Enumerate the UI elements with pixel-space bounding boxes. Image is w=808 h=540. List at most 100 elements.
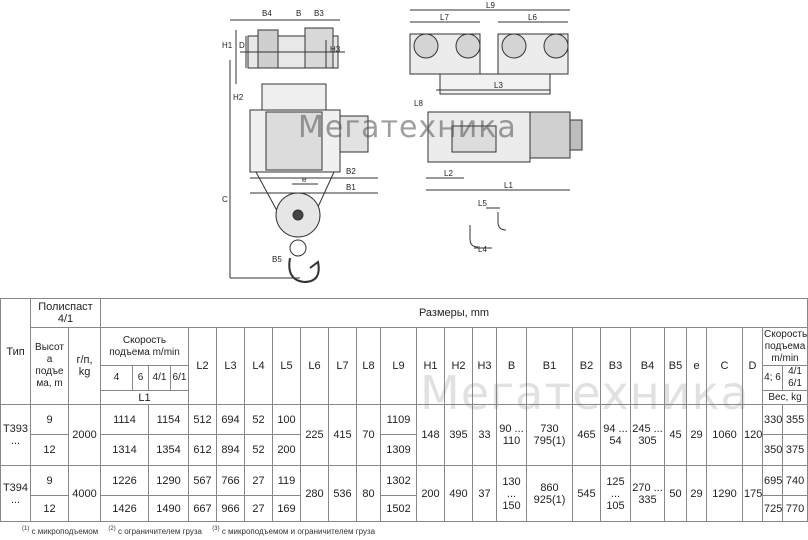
cell-b2: 465 (572, 404, 601, 466)
cell-l9: 1302 (380, 465, 417, 496)
spec-table: Тип Полиспаст 4/1 Размеры, mm Высот а по… (0, 298, 808, 522)
cell-height: 12 (30, 495, 69, 522)
cell-weight-4161: 770 (781, 495, 808, 522)
header-d: D (742, 327, 763, 405)
cell-l9: 1309 (380, 434, 417, 466)
row-type-t394: Т394 ... (0, 465, 31, 522)
footnote-mark-3: (3) (212, 526, 220, 532)
cell-c: 1290 (706, 465, 743, 522)
header-h3: H3 (472, 327, 497, 405)
dim-label-d: D (239, 41, 245, 50)
header-l2: L2 (188, 327, 217, 405)
cell-l4: 27 (244, 465, 273, 496)
header-b1: B1 (526, 327, 573, 405)
cell-l3: 694 (216, 404, 245, 435)
cell-l1-46: 1226 (100, 465, 149, 496)
header-speed: Скорость подъема m/min (100, 327, 189, 366)
dim-label-l8: L8 (414, 99, 423, 108)
header-speed-4: 4 (100, 365, 133, 391)
footnotes: (1) с микроподъемом (2) с ограничителем … (22, 526, 383, 536)
header-l4: L4 (244, 327, 273, 405)
cell-b2: 545 (572, 465, 601, 522)
header-h1: H1 (416, 327, 445, 405)
header-l8: L8 (356, 327, 381, 405)
cell-weight-4161: 375 (781, 434, 808, 466)
cell-l1-46: 1314 (100, 434, 149, 466)
dim-label-h3: H3 (330, 45, 341, 54)
cell-l1-41: 1490 (148, 495, 189, 522)
cell-b3: 125 ... 105 (600, 465, 631, 522)
cell-h3: 33 (472, 404, 497, 466)
footnote-3: с микроподъемом и ограничителем груза (221, 526, 376, 536)
header-speed-right: Скорость подъема m/min (761, 327, 808, 366)
dim-label-b3: B3 (314, 9, 324, 18)
dim-label-b1: B1 (346, 183, 356, 192)
cell-height: 12 (30, 434, 69, 466)
footnote-2: с ограничителем груза (117, 526, 202, 536)
header-b5: B5 (664, 327, 687, 405)
header-type: Тип (0, 298, 31, 405)
header-height: Высот а подъе ма, m (30, 327, 69, 405)
cell-l4: 52 (244, 434, 273, 466)
dim-label-b: B (296, 9, 301, 18)
dim-label-b4: B4 (262, 9, 272, 18)
cell-l1-46: 1426 (100, 495, 149, 522)
cell-e: 29 (686, 404, 707, 466)
dim-label-b5: B5 (272, 255, 282, 264)
dim-label-b2: B2 (346, 167, 356, 176)
cell-b: 90 ... 110 (496, 404, 527, 466)
dim-label-e: e (302, 175, 307, 184)
dim-label-l3: L3 (494, 81, 503, 90)
cell-l3: 894 (216, 434, 245, 466)
cell-height: 9 (30, 404, 69, 435)
header-speed-6-1: 6/1 (170, 365, 189, 391)
header-h2: H2 (444, 327, 473, 405)
header-e: e (686, 327, 707, 405)
cell-b4: 245 ... 305 (630, 404, 665, 466)
cell-l3: 766 (216, 465, 245, 496)
cell-capacity: 4000 (68, 465, 101, 522)
cell-h3: 37 (472, 465, 497, 522)
cell-weight-46: 350 (762, 434, 783, 466)
cell-l9: 1502 (380, 495, 417, 522)
cell-l2: 567 (188, 465, 217, 496)
cell-l7: 536 (328, 465, 357, 522)
footnote-1: с микроподъемом (31, 526, 99, 536)
cell-height: 9 (30, 465, 69, 496)
dim-label-c: C (222, 195, 228, 204)
dim-label-h1: H1 (222, 41, 233, 50)
header-l5: L5 (272, 327, 301, 405)
cell-l6: 280 (300, 465, 329, 522)
cell-l9: 1109 (380, 404, 417, 435)
cell-weight-46: 330 (762, 404, 783, 435)
dim-label-l5: L5 (478, 199, 487, 208)
cell-weight-46: 695 (762, 465, 783, 496)
dim-label-l9: L9 (486, 1, 495, 10)
cell-l3: 966 (216, 495, 245, 522)
cell-d: 175 (742, 465, 763, 522)
header-speed-6: 6 (132, 365, 149, 391)
cell-l8: 70 (356, 404, 381, 466)
footnote-mark-2: (2) (108, 526, 116, 532)
header-l6: L6 (300, 327, 329, 405)
cell-l5: 100 (272, 404, 301, 435)
cell-l6: 225 (300, 404, 329, 466)
cell-b: 130 ... 150 (496, 465, 527, 522)
dim-label-l2: L2 (444, 169, 453, 178)
cell-l1-41: 1354 (148, 434, 189, 466)
dim-label-h2: H2 (233, 93, 244, 102)
cell-h2: 490 (444, 465, 473, 522)
dim-label-l6: L6 (528, 13, 537, 22)
header-b2: B2 (572, 327, 601, 405)
header-b: B (496, 327, 527, 405)
cell-h2: 395 (444, 404, 473, 466)
cell-b1: 730 795(1) (526, 404, 573, 466)
header-l3: L3 (216, 327, 245, 405)
header-b3: B3 (600, 327, 631, 405)
cell-h1: 200 (416, 465, 445, 522)
header-razmery: Размеры, mm (99, 298, 808, 328)
cell-weight-46: 725 (762, 495, 783, 522)
cell-e: 29 (686, 465, 707, 522)
row-type-t393: Т393 ... (0, 404, 31, 466)
dim-label-l7: L7 (440, 13, 449, 22)
